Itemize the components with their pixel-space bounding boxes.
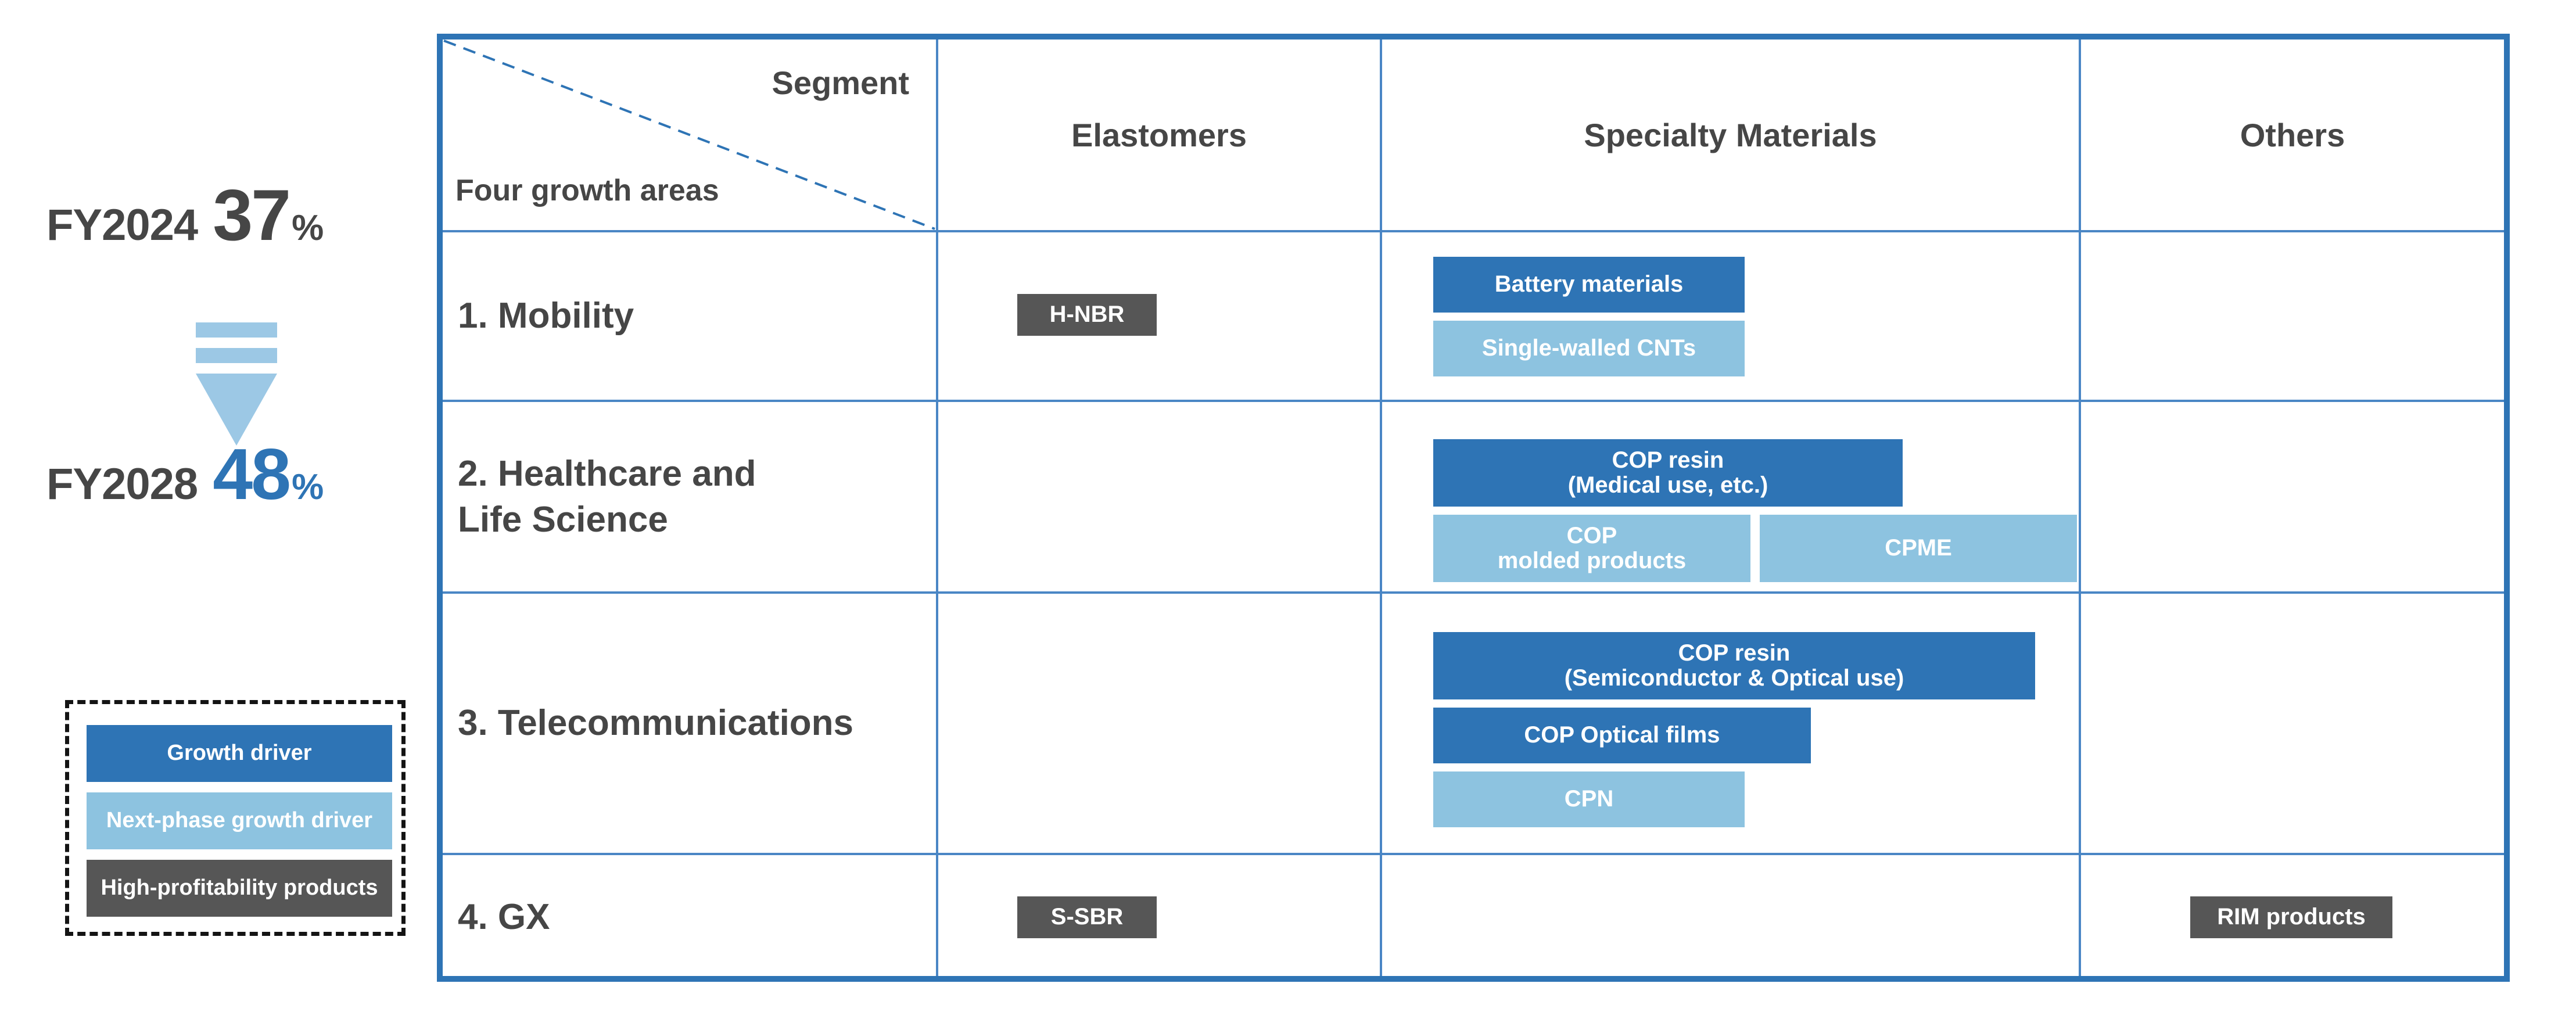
badge-cpn[interactable]: CPN (1433, 771, 1745, 827)
fy-target-metric: FY2028 48 % (46, 433, 324, 516)
fy-target-unit: % (292, 467, 324, 507)
diagonal-divider-icon (443, 40, 936, 230)
fy-current-value: 37 (213, 175, 291, 256)
cell-mobility-elastomers: H-NBR (1017, 294, 1157, 336)
column-divider-3 (2079, 40, 2081, 976)
fy-target-value: 48 (213, 435, 291, 515)
row-divider-header (443, 230, 2504, 232)
fy-current-unit: % (292, 208, 324, 248)
column-header-elastomers: Elastomers (1071, 116, 1247, 153)
row-label-healthcare-life-science: 2. Healthcare and Life Science (458, 453, 756, 540)
badge-rim-products[interactable]: RIM products (2190, 896, 2392, 938)
cell-gx-others: RIM products (2190, 896, 2392, 938)
column-header-specialty-materials: Specialty Materials (1584, 116, 1877, 153)
column-header-others: Others (2240, 116, 2345, 153)
badge-cop-optical-films[interactable]: COP Optical films (1433, 708, 1811, 763)
fy-target-label: FY2028 (46, 460, 198, 509)
left-summary-panel: FY2024 37 % FY2028 48 % Growth driver Ne… (0, 0, 437, 1012)
cell-mobility-specialty: Battery materials Single-walled CNTs (1433, 257, 1745, 376)
row-divider-2 (443, 591, 2504, 594)
down-arrow-icon (196, 322, 277, 446)
fy-current-label: FY2024 (46, 200, 198, 250)
row-divider-1 (443, 400, 2504, 402)
legend-item-growth-driver: Growth driver (87, 725, 392, 782)
row-divider-3 (443, 853, 2504, 855)
badge-cop-molded-products[interactable]: COP molded products (1433, 515, 1750, 582)
badge-battery-materials[interactable]: Battery materials (1433, 257, 1745, 313)
cell-gx-elastomers: S-SBR (1017, 896, 1157, 938)
cell-telecom-specialty: COP resin (Semiconductor & Optical use) … (1433, 632, 2035, 827)
badge-single-walled-cnts[interactable]: Single-walled CNTs (1433, 321, 1745, 376)
legend: Growth driver Next-phase growth driver H… (65, 700, 406, 936)
row-axis-label: Four growth areas (455, 174, 719, 207)
column-axis-label: Segment (772, 64, 910, 101)
row-label-mobility: 1. Mobility (458, 296, 634, 336)
badge-cop-resin-medical[interactable]: COP resin (Medical use, etc.) (1433, 439, 1903, 507)
row-label-telecommunications: 3. Telecommunications (458, 703, 854, 744)
cell-healthcare-specialty: COP resin (Medical use, etc.) COP molded… (1433, 439, 2077, 582)
column-divider-1 (936, 40, 938, 976)
row-label-gx: 4. GX (458, 897, 550, 938)
growth-areas-matrix: Segment Four growth areas Elastomers Spe… (437, 34, 2510, 982)
badge-s-sbr[interactable]: S-SBR (1017, 896, 1157, 938)
badge-cop-resin-semiconductor-optical[interactable]: COP resin (Semiconductor & Optical use) (1433, 632, 2035, 699)
legend-item-next-phase-growth-driver: Next-phase growth driver (87, 792, 392, 849)
column-divider-2 (1380, 40, 1382, 976)
corner-header-cell: Segment Four growth areas (443, 40, 936, 230)
badge-cpme[interactable]: CPME (1760, 515, 2077, 582)
badge-h-nbr[interactable]: H-NBR (1017, 294, 1157, 336)
legend-item-high-profitability-products: High-profitability products (87, 860, 392, 917)
fy-current-metric: FY2024 37 % (46, 174, 324, 257)
